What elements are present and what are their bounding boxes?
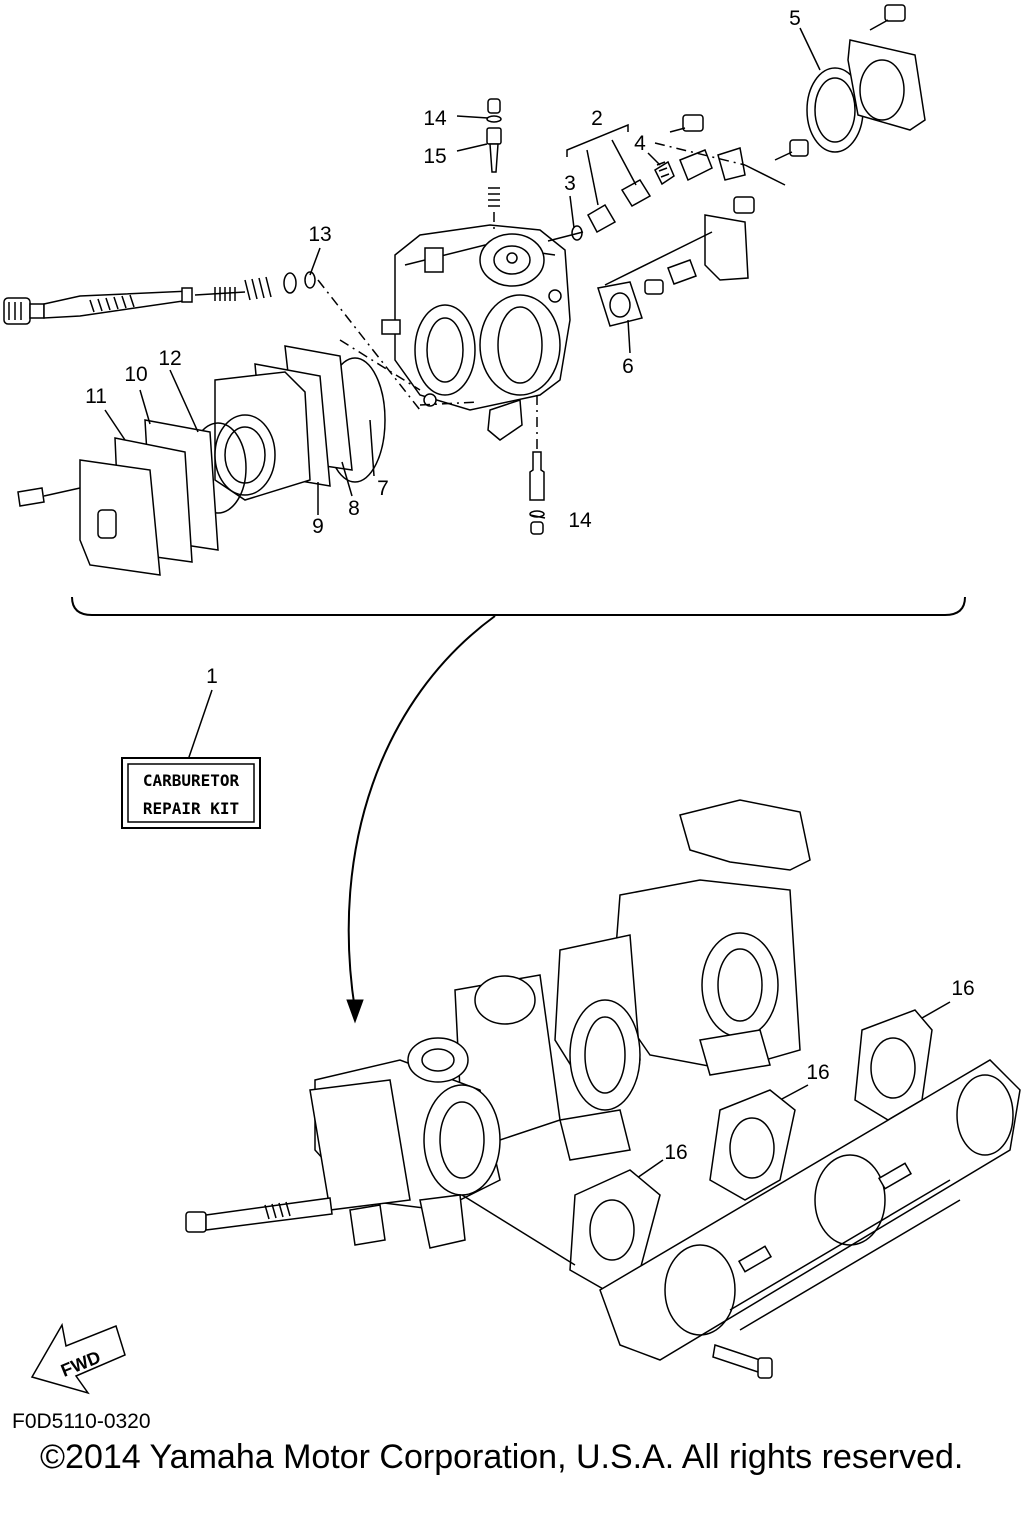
kit-label-line1: CARBURETOR — [143, 771, 240, 790]
callout-14-bottom: 14 — [568, 509, 592, 532]
callout-13: 13 — [308, 223, 331, 246]
callout-16-left: 16 — [664, 1141, 687, 1164]
callout-16-middle: 16 — [806, 1061, 829, 1084]
float-needle-part — [529, 395, 545, 535]
callout-4: 4 — [634, 132, 646, 155]
bracket-part — [604, 196, 755, 295]
guide-line — [419, 401, 479, 406]
gasket-16-b — [709, 1089, 796, 1201]
callout-9: 9 — [312, 515, 324, 538]
guide-line — [654, 142, 746, 166]
callout-leaders — [104, 27, 951, 1179]
callout-16-right: 16 — [951, 977, 974, 1000]
copyright-text: ©2014 Yamaha Motor Corporation, U.S.A. A… — [40, 1438, 963, 1476]
callout-3: 3 — [564, 172, 576, 195]
needle-valve-part — [486, 98, 502, 232]
carburetor-body-part — [381, 224, 571, 441]
accelerator-valve-part — [547, 114, 809, 242]
kit-label-line2: REPAIR KIT — [143, 799, 239, 818]
guide-line — [339, 339, 421, 391]
callout-12: 12 — [158, 347, 181, 370]
diaphragm-cover-part — [806, 4, 926, 153]
guide-line — [317, 279, 421, 411]
callout-6: 6 — [622, 355, 634, 378]
assembled-carburetors — [185, 799, 811, 1249]
callout-numbers: 1 2 3 4 5 6 7 8 9 10 11 12 13 14 14 15 1… — [85, 7, 975, 1164]
float-chamber-parts — [17, 345, 386, 576]
fwd-arrow: FWD — [30, 1322, 126, 1395]
callout-14-top: 14 — [423, 107, 447, 130]
callout-8: 8 — [348, 497, 360, 520]
intake-manifold — [599, 1059, 1021, 1379]
exploded-view — [3, 4, 926, 576]
gasket-part — [597, 281, 643, 327]
callout-10: 10 — [124, 363, 147, 386]
callout-15: 15 — [423, 145, 446, 168]
callout-7: 7 — [377, 477, 389, 500]
callout-1: 1 — [206, 665, 218, 688]
callout-11: 11 — [85, 385, 107, 408]
intake-gaskets — [569, 1009, 933, 1291]
diagram-code: F0D5110-0320 — [12, 1410, 151, 1433]
repair-kit-label: CARBURETOR REPAIR KIT — [121, 757, 261, 829]
guide-line — [461, 1194, 576, 1266]
assembly-bracket — [71, 596, 966, 1024]
callout-5: 5 — [789, 7, 801, 30]
callout-2: 2 — [591, 107, 603, 130]
pilot-screw-part — [3, 271, 316, 325]
